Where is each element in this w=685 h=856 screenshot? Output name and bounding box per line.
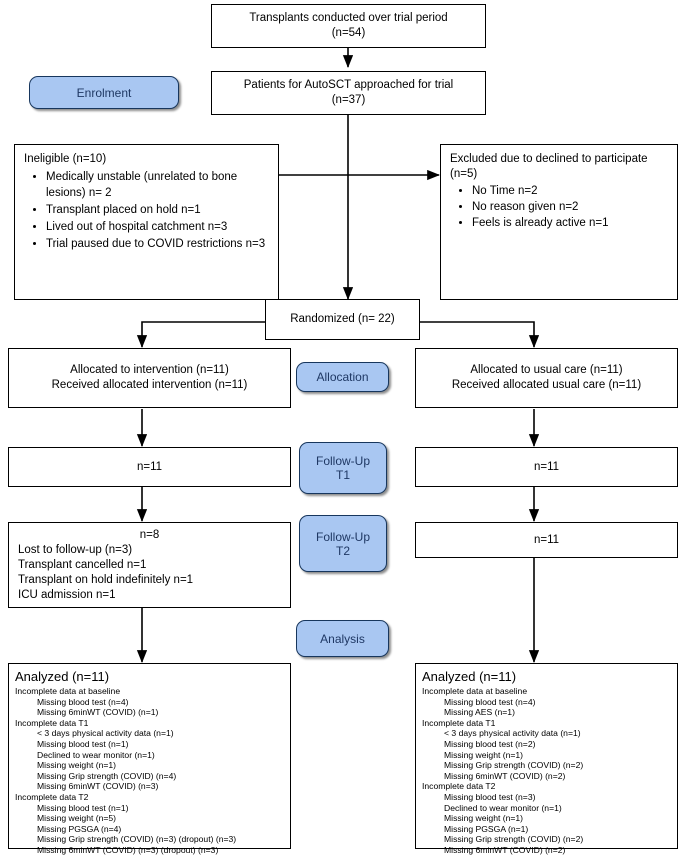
- followup-t2-loss-1: Lost to follow-up (n=3): [18, 544, 133, 556]
- analysis-item: Missing blood test (n=4): [37, 696, 129, 707]
- analyzed-intervention-heading: Analyzed (n=11): [15, 669, 110, 684]
- approached-line-2: (n=37): [331, 94, 366, 106]
- analysis-item: Missing Grip strength (COVID) (n=2): [444, 834, 584, 845]
- analysis-item: Missing PGSGA (n=1): [444, 823, 529, 834]
- allocated-usual-care-line-1: Allocated to usual care (n=11): [470, 364, 623, 376]
- analysis-item: Missing blood test (n=2): [444, 738, 536, 749]
- allocated-usual-care-line-2: Received allocated usual care (n=11): [451, 379, 642, 391]
- stage-badge-followup-t1-line-2: T1: [335, 468, 350, 482]
- stage-badge-followup-t2: Follow-Up T2: [299, 515, 387, 572]
- list-item: Trial paused due to COVID restrictions n…: [46, 236, 269, 252]
- analysis-item: Missing weight (n=1): [444, 813, 524, 824]
- box-analyzed-intervention: Analyzed (n=11) Incomplete data at basel…: [8, 663, 291, 855]
- list-item: Feels is already active n=1: [472, 216, 668, 231]
- analysis-group-label: Incomplete data at baseline: [15, 686, 121, 696]
- analyzed-usual-care-heading: Analyzed (n=11): [422, 669, 517, 684]
- analysis-item: Missing blood test (n=4): [444, 696, 536, 707]
- analysis-item: Missing blood test (n=1): [37, 738, 129, 749]
- stage-badge-allocation: Allocation: [296, 362, 389, 392]
- analysis-item: Missing 6minWT (COVID) (n=3) (dropout) (…: [37, 844, 219, 855]
- analysis-item: Missing weight (n=1): [37, 760, 117, 771]
- analysis-group-label: Incomplete data T1: [15, 717, 89, 728]
- box-allocated-usual-care: Allocated to usual care (n=11) Received …: [415, 348, 678, 408]
- analysis-item: Missing 6minWT (COVID) (n=3): [37, 781, 159, 792]
- followup-t2-usual-care-n: n=11: [533, 533, 560, 546]
- stage-badge-enrolment-label: Enrolment: [76, 85, 132, 100]
- box-allocated-intervention: Allocated to intervention (n=11) Receive…: [8, 348, 291, 408]
- analysis-item: Missing weight (n=5): [37, 813, 117, 824]
- analysis-item: Missing PGSGA (n=4): [37, 823, 122, 834]
- analysis-item: Declined to wear monitor (n=1): [444, 802, 562, 813]
- followup-t2-loss-2: Transplant cancelled n=1: [18, 559, 147, 571]
- analysis-item: Missing 6minWT (COVID) (n=2): [444, 770, 566, 781]
- analysis-group-label: Incomplete data at baseline: [422, 686, 528, 696]
- analysis-item: Declined to wear monitor (n=1): [37, 749, 155, 760]
- randomized-label: Randomized (n= 22): [290, 313, 395, 325]
- box-analyzed-usual-care: Analyzed (n=11) Incomplete data at basel…: [415, 663, 678, 855]
- excluded-list: No Time n=2 No reason given n=2 Feels is…: [450, 184, 668, 231]
- analysis-item: Missing 6minWT (COVID) (n=1): [37, 707, 159, 718]
- ineligible-list: Medically unstable (unrelated to bone le…: [24, 169, 269, 252]
- stage-badge-analysis: Analysis: [296, 620, 389, 657]
- analysis-item: < 3 days physical activity data (n=1): [37, 728, 174, 739]
- stage-badge-analysis-label: Analysis: [320, 631, 365, 646]
- list-item: No Time n=2: [472, 184, 668, 199]
- stage-badge-followup-t2-line-2: T2: [335, 543, 350, 558]
- arrow-randomized-to-intervention: [136, 321, 276, 348]
- allocated-intervention-line-1: Allocated to intervention (n=11): [70, 364, 229, 376]
- analysis-item: Missing Grip strength (COVID) (n=4): [37, 770, 177, 781]
- arrow-randomized-to-usual-care: [420, 321, 540, 348]
- allocated-intervention-line-2: Received allocated intervention (n=11): [51, 379, 248, 391]
- box-patients-approached: Patients for AutoSCT approached for tria…: [211, 71, 486, 115]
- analysis-item: < 3 days physical activity data (n=1): [444, 728, 581, 739]
- followup-t2-loss-4: ICU admission n=1: [18, 589, 116, 601]
- box-followup-t2-intervention: n=8 Lost to follow-up (n=3) Transplant c…: [8, 522, 291, 608]
- analysis-item: Missing blood test (n=1): [37, 802, 129, 813]
- followup-t2-intervention-n: n=8: [139, 529, 160, 541]
- ineligible-title: Ineligible (n=10): [24, 153, 107, 165]
- stage-badge-followup-t1: Follow-Up T1: [299, 442, 387, 494]
- analysis-group-label: Incomplete data T1: [422, 717, 496, 728]
- box-followup-t1-usual-care: n=11: [415, 447, 678, 487]
- followup-t1-usual-care-n: n=11: [533, 460, 560, 473]
- analysis-item: Missing AES (n=1): [444, 707, 515, 718]
- analysis-item: Missing Grip strength (COVID) (n=3) (dro…: [37, 834, 237, 845]
- box-ineligible: Ineligible (n=10) Medically unstable (un…: [14, 144, 279, 300]
- box-followup-t2-usual-care: n=11: [415, 522, 678, 558]
- box-excluded: Excluded due to declined to participate …: [440, 144, 678, 300]
- stage-badge-followup-t1-line-1: Follow-Up: [315, 454, 370, 468]
- analysis-group-label: Incomplete data T2: [422, 781, 496, 792]
- list-item: No reason given n=2: [472, 200, 668, 215]
- list-item: Lived out of hospital catchment n=3: [46, 219, 269, 235]
- analysis-item: Missing Grip strength (COVID) (n=2): [444, 760, 584, 771]
- analysis-group-label: Incomplete data T2: [15, 791, 89, 802]
- followup-t1-intervention-n: n=11: [136, 460, 163, 473]
- stage-badge-enrolment: Enrolment: [29, 76, 179, 109]
- excluded-title: Excluded due to declined to participate …: [450, 153, 648, 180]
- transplants-line-1: Transplants conducted over trial period: [249, 12, 448, 24]
- analysis-item: Missing blood test (n=3): [444, 791, 536, 802]
- list-item: Medically unstable (unrelated to bone le…: [46, 169, 269, 201]
- stage-badge-followup-t2-line-1: Follow-Up: [315, 529, 370, 544]
- analysis-item: Missing 6minWT (COVID) (n=2): [444, 844, 566, 855]
- box-followup-t1-intervention: n=11: [8, 447, 291, 487]
- list-item: Transplant placed on hold n=1: [46, 202, 269, 218]
- approached-line-1: Patients for AutoSCT approached for tria…: [243, 79, 454, 91]
- box-transplants-conducted: Transplants conducted over trial period …: [211, 4, 486, 48]
- stage-badge-allocation-label: Allocation: [316, 370, 369, 384]
- box-randomized: Randomized (n= 22): [265, 299, 420, 340]
- followup-t2-loss-3: Transplant on hold indefinitely n=1: [18, 574, 194, 586]
- analysis-item: Missing weight (n=1): [444, 749, 524, 760]
- transplants-line-2: (n=54): [331, 27, 366, 39]
